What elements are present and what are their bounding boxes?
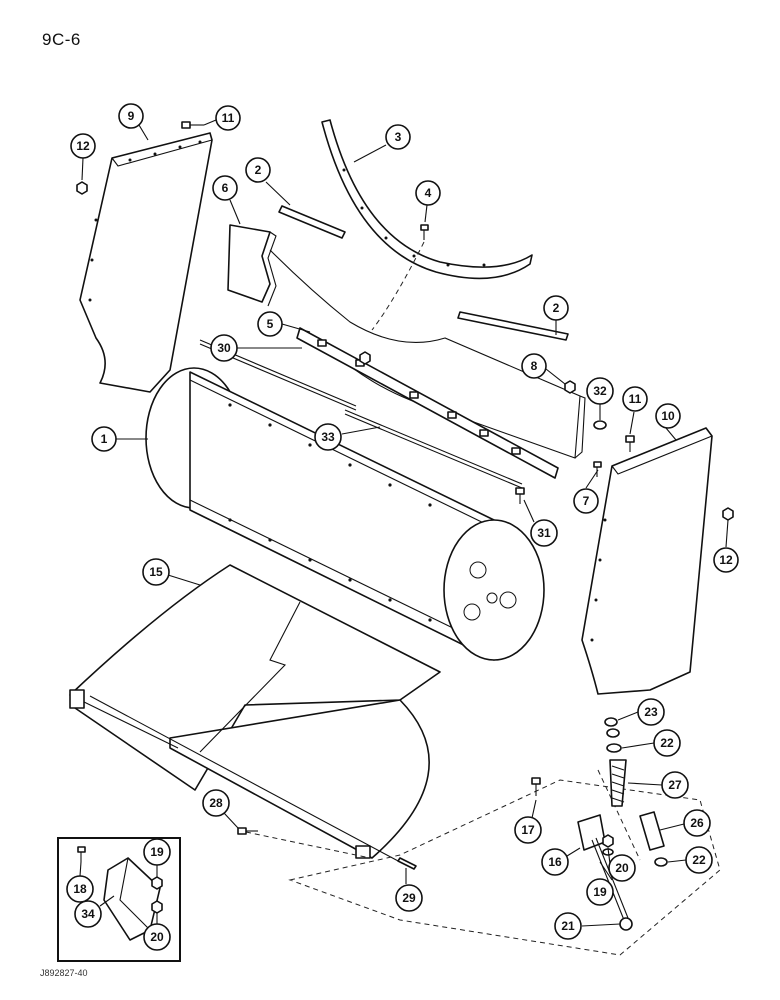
pin-icon (397, 857, 417, 870)
svg-text:5: 5 (267, 317, 274, 331)
callout-21: 21 (554, 912, 582, 940)
callout-32: 32 (586, 377, 614, 405)
bolt-icon (181, 121, 204, 129)
callout-2: 2 (543, 295, 569, 321)
svg-text:33: 33 (321, 430, 335, 444)
nut-icon (564, 380, 576, 394)
callout-1: 1 (91, 426, 117, 452)
svg-text:2: 2 (255, 163, 262, 177)
svg-text:12: 12 (76, 139, 90, 153)
svg-text:4: 4 (425, 186, 432, 200)
bolt-icon (515, 487, 525, 504)
svg-text:9: 9 (128, 109, 135, 123)
svg-text:29: 29 (402, 891, 416, 905)
beater-drum (145, 367, 545, 661)
left-side-panel (79, 132, 213, 393)
callout-26: 26 (683, 809, 711, 837)
svg-text:6: 6 (222, 181, 229, 195)
svg-text:21: 21 (561, 919, 575, 933)
callout-7: 7 (573, 488, 599, 514)
svg-text:19: 19 (150, 845, 164, 859)
svg-text:10: 10 (661, 409, 675, 423)
nut-icon (76, 181, 88, 195)
spring-assembly (577, 717, 668, 931)
nut-icon (722, 507, 734, 521)
wear-strip-upper (278, 205, 346, 239)
svg-text:26: 26 (690, 816, 704, 830)
concave-grate (69, 564, 441, 863)
svg-text:11: 11 (222, 111, 235, 125)
callout-16: 16 (541, 848, 569, 876)
callout-23: 23 (637, 698, 665, 726)
svg-text:11: 11 (629, 392, 642, 406)
callout-6: 6 (212, 175, 238, 201)
leader-lines (79, 119, 729, 927)
callout-8: 8 (521, 353, 547, 379)
callout-12: 12 (713, 547, 739, 573)
curved-strap (321, 119, 533, 280)
svg-text:22: 22 (660, 736, 674, 750)
svg-text:1: 1 (101, 432, 108, 446)
callout-27: 27 (661, 771, 689, 799)
wear-strip-right (457, 311, 569, 341)
bolt-icon (531, 777, 541, 796)
svg-text:3: 3 (395, 130, 402, 144)
svg-text:32: 32 (593, 384, 607, 398)
washer-icon (593, 420, 607, 430)
callout-31: 31 (530, 519, 558, 547)
beater-housing (227, 224, 586, 459)
svg-text:18: 18 (73, 882, 87, 896)
bolt-icon (625, 435, 635, 452)
callout-29: 29 (395, 884, 423, 912)
page-number: 9C-6 (42, 30, 81, 49)
nut-icon (359, 351, 371, 365)
callout-18: 18 (66, 875, 94, 903)
svg-text:12: 12 (719, 553, 733, 567)
right-side-panel (581, 427, 713, 695)
callout-19: 19 (143, 838, 171, 866)
callout-20: 20 (608, 854, 636, 882)
svg-text:27: 27 (668, 778, 682, 792)
callout-17: 17 (514, 816, 542, 844)
figure-code: J892827-40 (40, 968, 88, 978)
callout-34: 34 (74, 900, 102, 928)
callout-20: 20 (143, 923, 171, 951)
svg-text:30: 30 (217, 341, 231, 355)
svg-text:20: 20 (615, 861, 629, 875)
callout-11: 11 (622, 386, 648, 412)
mounting-bar (296, 327, 559, 479)
callout-33: 33 (314, 423, 342, 451)
callout-12: 12 (70, 133, 96, 159)
svg-text:15: 15 (149, 565, 163, 579)
callout-11: 11 (215, 105, 241, 131)
callout-9: 9 (118, 103, 144, 129)
svg-text:23: 23 (644, 705, 658, 719)
svg-text:2: 2 (553, 301, 560, 315)
svg-text:20: 20 (150, 930, 164, 944)
callout-22: 22 (685, 846, 713, 874)
callout-5: 5 (257, 311, 283, 337)
callout-19: 19 (586, 878, 614, 906)
callout-10: 10 (655, 403, 681, 429)
screw-icon (420, 224, 429, 240)
svg-text:28: 28 (209, 796, 223, 810)
svg-text:17: 17 (521, 823, 535, 837)
callout-2: 2 (245, 157, 271, 183)
svg-text:19: 19 (593, 885, 607, 899)
bolt-icon (237, 827, 258, 835)
svg-text:34: 34 (81, 907, 95, 921)
svg-text:22: 22 (692, 853, 706, 867)
callout-22: 22 (653, 729, 681, 757)
callout-3: 3 (385, 124, 411, 150)
svg-text:8: 8 (531, 359, 538, 373)
svg-text:31: 31 (537, 526, 551, 540)
callout-15: 15 (142, 558, 170, 586)
callout-4: 4 (415, 180, 441, 206)
svg-text:7: 7 (583, 494, 590, 508)
callout-30: 30 (210, 334, 238, 362)
callout-28: 28 (202, 789, 230, 817)
svg-text:16: 16 (548, 855, 562, 869)
